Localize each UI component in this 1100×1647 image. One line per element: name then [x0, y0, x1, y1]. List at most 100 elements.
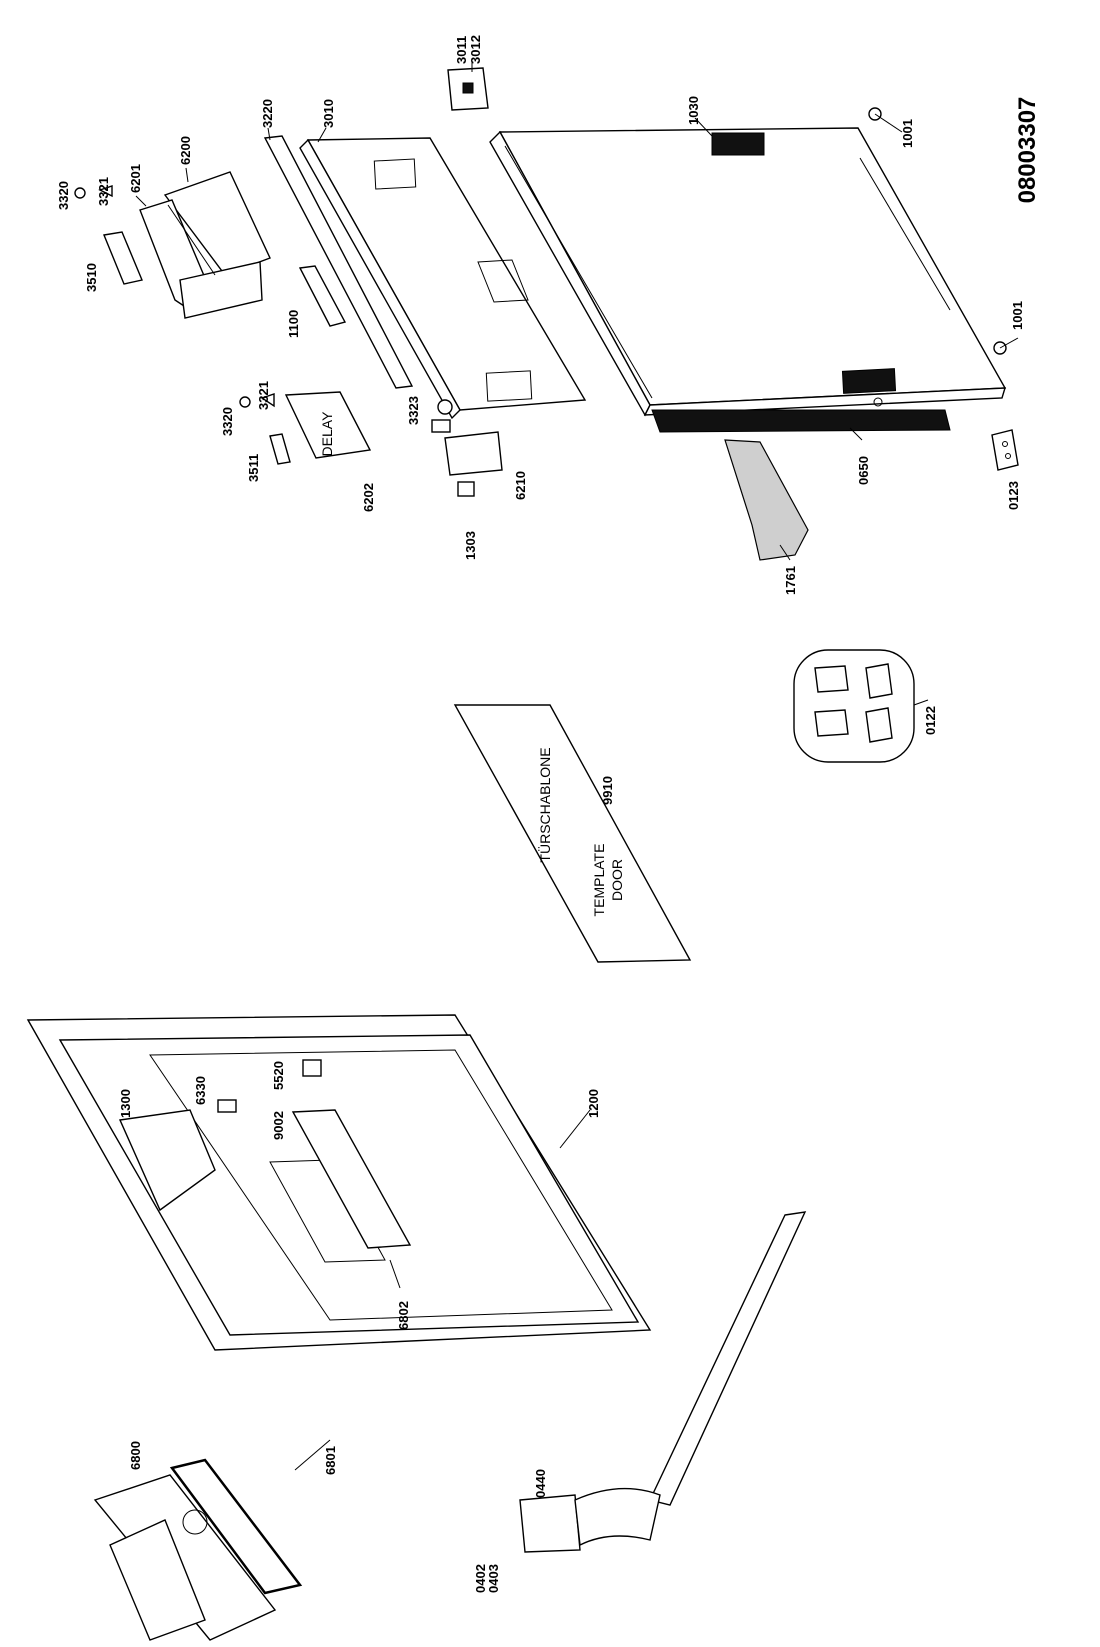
door-template-sheet: TÜRSCHABLONE TEMPLATE DOOR [453, 704, 692, 963]
svg-text:3511: 3511 [246, 454, 261, 482]
hinge-kit [793, 649, 915, 763]
outer-door-panel [489, 127, 1007, 417]
part-1100 [298, 265, 347, 327]
label-0122: 0122 [923, 706, 938, 735]
label-6801: 6801 [323, 1446, 338, 1475]
label-6802: 6802 [396, 1301, 411, 1330]
label-3323: 3323 [406, 396, 421, 425]
label-1001-top: 1001 [900, 119, 915, 148]
svg-text:1100: 1100 [286, 310, 301, 338]
delay-text: DELAY [319, 411, 335, 457]
label-0650: 0650 [856, 456, 871, 485]
label-1001-bottom: 1001 [1010, 301, 1025, 330]
svg-text:6802: 6802 [396, 1301, 411, 1330]
foam-seal [724, 439, 809, 561]
drawing-number: 08003307 [1014, 97, 1041, 204]
label-0403: 0403 [486, 1564, 501, 1593]
hinge-bracket-0123 [991, 429, 1019, 471]
label-1300: 1300 [118, 1089, 133, 1118]
label-0402: 0402 [473, 1564, 488, 1593]
svg-text:3011: 3011 [454, 36, 469, 64]
svg-text:3321: 3321 [256, 381, 271, 410]
svg-text:5520: 5520 [271, 1061, 286, 1090]
label-1761: 1761 [783, 566, 798, 595]
label-3510: 3510 [84, 263, 99, 292]
button-strip-3510 [103, 231, 143, 285]
label-3320-mid: 3320 [220, 407, 235, 436]
label-0123: 0123 [1006, 481, 1021, 510]
button-strip-3511 [269, 433, 291, 465]
label-1200: 1200 [586, 1089, 601, 1118]
svg-text:1001: 1001 [900, 119, 915, 148]
svg-text:6210: 6210 [513, 471, 528, 500]
screw-1001-top [868, 107, 903, 133]
svg-text:3510: 3510 [84, 263, 99, 292]
label-3011: 3011 [454, 36, 469, 64]
label-6210: 6210 [513, 471, 528, 500]
svg-text:6202: 6202 [361, 483, 376, 512]
svg-text:1200: 1200 [586, 1089, 601, 1118]
svg-text:9002: 9002 [271, 1111, 286, 1140]
label-6330: 6330 [193, 1076, 208, 1105]
delay-module: DELAY [284, 391, 372, 459]
label-6202: 6202 [361, 483, 376, 512]
svg-text:6200: 6200 [178, 136, 193, 165]
svg-text:0123: 0123 [1006, 481, 1021, 510]
bushing-3323 [437, 399, 453, 415]
svg-text:0402: 0402 [473, 1564, 488, 1593]
svg-text:3220: 3220 [260, 99, 275, 128]
label-5520: 5520 [271, 1061, 286, 1090]
svg-text:0403: 0403 [486, 1564, 501, 1593]
clip-3321-top [98, 185, 113, 198]
control-unit [139, 171, 271, 319]
knob-3320-mid [239, 396, 251, 408]
svg-text:0440: 0440 [533, 1469, 548, 1498]
svg-text:3012: 3012 [468, 35, 483, 64]
label-3321-top: 3321 [96, 177, 111, 206]
label-3320-top: 3320 [56, 181, 71, 210]
label-6800: 6800 [128, 1441, 143, 1470]
label-1030: 1030 [686, 96, 701, 125]
dosing-seal [169, 1458, 303, 1595]
label-3220: 3220 [260, 99, 275, 128]
svg-text:9910: 9910 [600, 776, 615, 805]
svg-text:1030: 1030 [686, 96, 701, 125]
door-lock [431, 419, 503, 497]
svg-text:0650: 0650 [856, 456, 871, 485]
svg-text:1761: 1761 [783, 566, 798, 595]
screw-1001-bottom [993, 337, 1019, 355]
svg-text:6330: 6330 [193, 1076, 208, 1105]
knob-3320-top [74, 187, 86, 199]
inner-door-frame [26, 1014, 652, 1351]
label-3010: 3010 [321, 99, 336, 128]
clip-3321-mid [260, 393, 275, 408]
template-de-text: TÜRSCHABLONE [536, 747, 553, 862]
drawing-number-text: 08003307 [1014, 97, 1041, 204]
svg-text:3320: 3320 [220, 407, 235, 436]
label-0440: 0440 [533, 1469, 548, 1498]
svg-text:6801: 6801 [323, 1446, 338, 1475]
svg-text:3010: 3010 [321, 99, 336, 128]
label-3012: 3012 [468, 35, 483, 64]
dosing-unit [93, 1474, 277, 1641]
svg-text:1300: 1300 [118, 1089, 133, 1118]
label-9910: 9910 [600, 776, 615, 805]
label-1303: 1303 [463, 531, 478, 560]
svg-text:0122: 0122 [923, 706, 938, 735]
leader-lines [135, 62, 929, 1471]
template-en-text-1: TEMPLATE [591, 844, 607, 917]
door-hinge-arm [519, 1211, 807, 1553]
template-en-text-2: DOOR [609, 859, 625, 901]
svg-text:3321: 3321 [96, 177, 111, 206]
insulation-mat [651, 409, 951, 433]
svg-text:1001: 1001 [1010, 301, 1025, 330]
svg-text:6800: 6800 [128, 1441, 143, 1470]
svg-text:3323: 3323 [406, 396, 421, 425]
inner-door-liner [299, 137, 587, 420]
svg-text:1303: 1303 [463, 531, 478, 560]
hinge-plate-small [447, 67, 489, 111]
svg-text:3320: 3320 [56, 181, 71, 210]
control-strip [263, 135, 414, 389]
label-6201: 6201 [128, 164, 143, 193]
